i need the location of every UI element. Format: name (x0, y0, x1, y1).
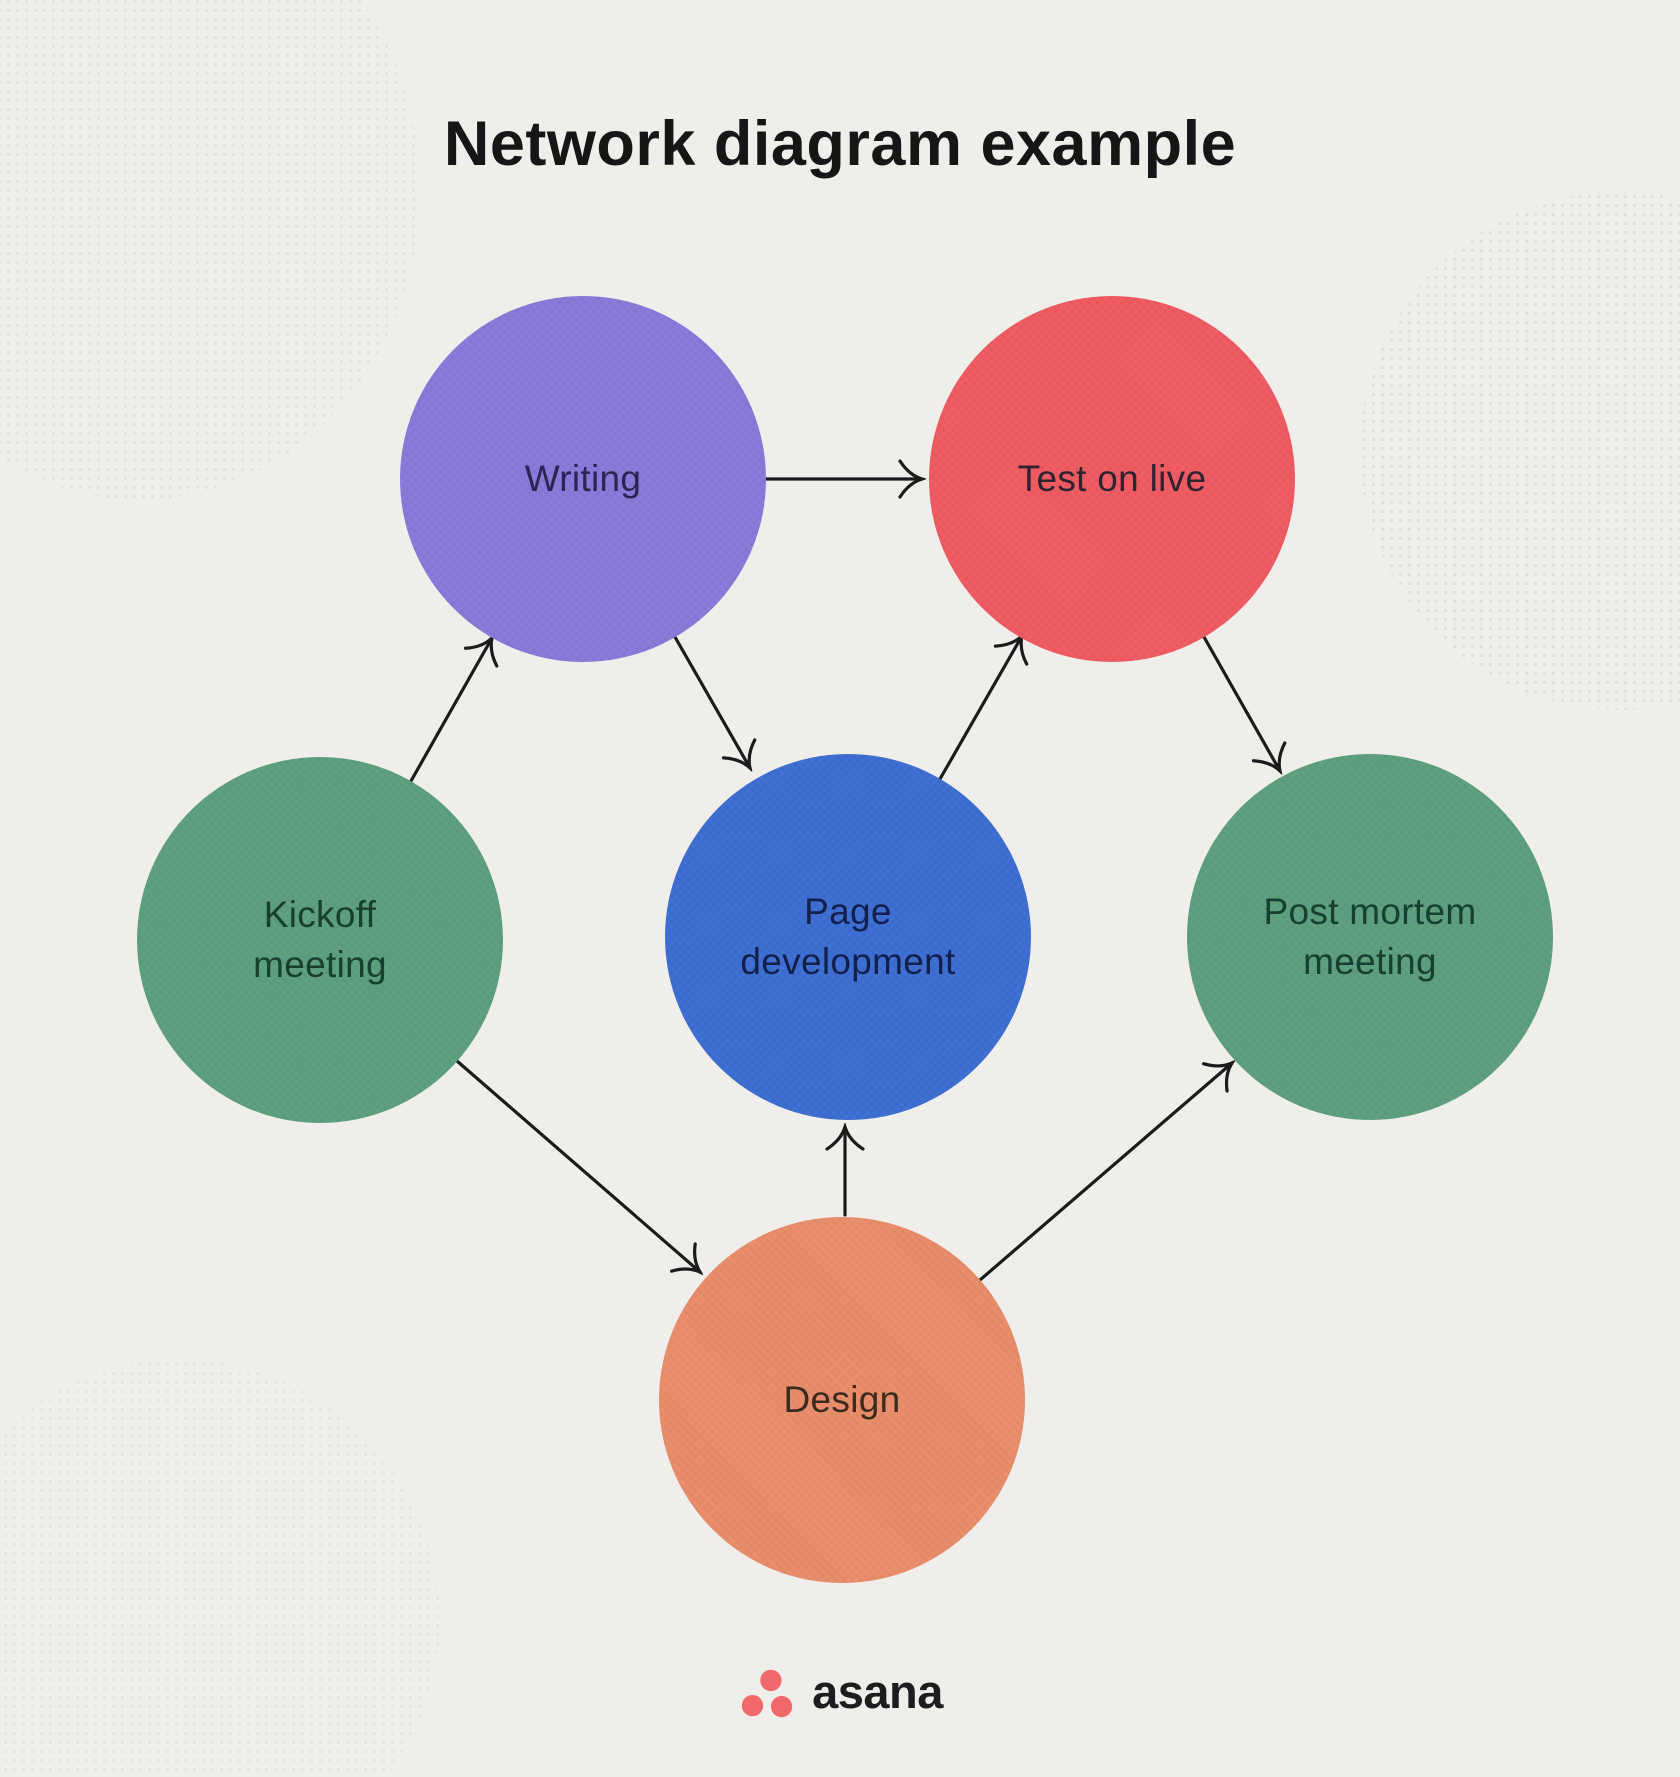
node-writing-label: Writing (524, 457, 642, 499)
edge-kickoff-meeting-to-design (455, 1059, 700, 1272)
node-kickoff-meeting-label: Kickoff meeting (253, 893, 387, 985)
edge-page-development-to-test-on-live (938, 636, 1022, 781)
diagram-title: Network diagram example (443, 109, 1237, 179)
edge-kickoff-meeting-to-writing (409, 638, 492, 783)
node-test-on-live: Test on live (929, 296, 1295, 662)
edge-test-on-live-to-post-mortem-meeting (1202, 635, 1280, 771)
node-page-development-label: Page development (740, 890, 956, 982)
edge-design-to-post-mortem-meeting (978, 1063, 1232, 1282)
asana-dot-top (760, 1669, 782, 1692)
asana-dot-bottom-left (741, 1694, 764, 1717)
node-post-mortem-meeting-label: Post mortem meeting (1263, 890, 1477, 982)
asana-logo-text: asana (812, 1664, 943, 1718)
node-kickoff-meeting: Kickoff meeting (137, 757, 503, 1123)
node-writing: Writing (400, 296, 766, 662)
asana-logo: asana (0, 1662, 1680, 1724)
node-post-mortem-meeting: Post mortem meeting (1187, 754, 1553, 1120)
edge-writing-to-page-development (673, 635, 750, 768)
asana-logo-mark-icon (741, 1669, 793, 1718)
node-design: Design (659, 1217, 1025, 1583)
node-design-label: Design (783, 1378, 901, 1420)
node-test-on-live-label: Test on live (1017, 457, 1207, 499)
asana-dot-bottom-right (771, 1695, 793, 1718)
node-page-development: Page development (665, 754, 1031, 1120)
